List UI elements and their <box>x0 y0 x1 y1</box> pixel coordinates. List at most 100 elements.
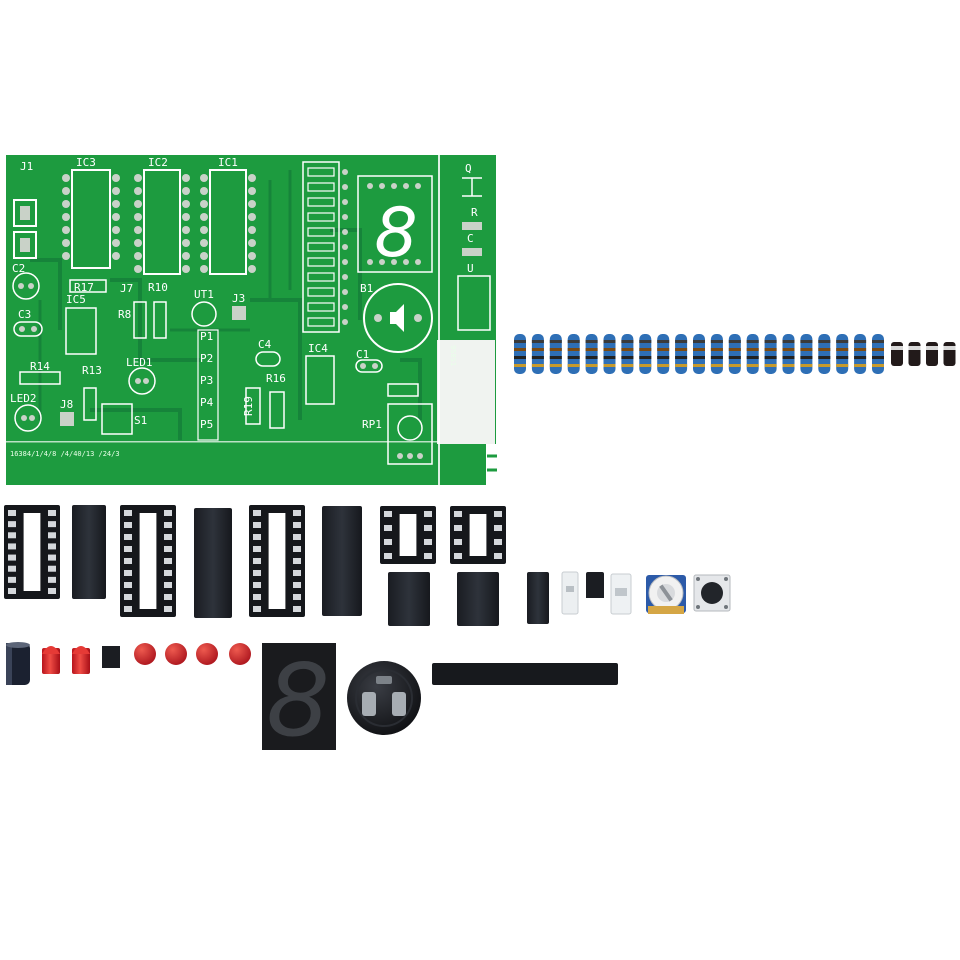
ref-r14: R14 <box>30 360 50 373</box>
resistor-band <box>514 340 526 343</box>
ic-pad <box>62 239 70 247</box>
socket-contact <box>164 546 172 552</box>
ref-p5: P5 <box>200 418 213 431</box>
potentiometer <box>646 575 686 614</box>
right-strip-labels: Q R C U 9S0S1 <box>449 162 491 366</box>
resistor-band <box>764 348 777 351</box>
ic-pad <box>182 213 190 221</box>
ic-pad <box>62 200 70 208</box>
pcb-board: J1 IC3 IC2 IC1 8 Q R <box>6 155 497 485</box>
socket-contact <box>48 588 56 594</box>
resistor-band <box>728 356 741 359</box>
segment-bar <box>307 257 335 267</box>
socket-contact <box>124 534 132 540</box>
socket-contact <box>384 539 392 545</box>
resistor-band <box>693 364 705 367</box>
resistor-band <box>710 364 723 367</box>
ic-pad <box>134 239 142 247</box>
socket-contact <box>293 606 301 612</box>
diode-band <box>943 346 956 350</box>
resistor-band <box>818 348 831 351</box>
socket-contact <box>164 594 172 600</box>
resistor-band <box>872 356 884 359</box>
socket-contact <box>293 546 301 552</box>
segment-pad <box>342 319 348 325</box>
white-capacitor <box>561 571 579 615</box>
ref-j8: J8 <box>60 398 73 411</box>
ic-pad <box>112 200 120 208</box>
resistor-band <box>872 364 884 367</box>
ref-s1: S1 <box>134 414 147 427</box>
ic-pad <box>112 226 120 234</box>
ceramic-capacitor <box>165 643 187 665</box>
ref-ic5: IC5 <box>66 293 86 306</box>
resistor-band <box>675 364 688 367</box>
diode-body <box>891 342 903 366</box>
ref-p4: P4 <box>200 396 214 409</box>
resistor-band <box>675 356 688 359</box>
ic2-footprint: IC2 <box>143 156 181 275</box>
resistor-band <box>514 356 526 359</box>
socket-contact <box>424 553 432 559</box>
ref-c4: C4 <box>258 338 272 351</box>
ic-socket-window <box>399 514 417 556</box>
segment-pad <box>342 304 348 310</box>
resistor-band <box>836 348 849 351</box>
socket-contact <box>48 565 56 572</box>
ic-socket-window <box>268 513 286 609</box>
ic-pad <box>182 239 190 247</box>
segment-pad <box>342 199 348 205</box>
ic-pad <box>134 252 142 260</box>
resistor-band <box>800 356 813 359</box>
segment-pad <box>342 244 348 250</box>
ic-pads <box>62 174 256 273</box>
segment-pad <box>342 229 348 235</box>
socket-contact <box>48 554 56 561</box>
display-pad <box>367 259 373 265</box>
ref-p1: P1 <box>200 330 213 343</box>
display-footprint: 8 <box>357 175 433 273</box>
socket-contact <box>8 510 16 516</box>
ic-pad <box>62 213 70 221</box>
c3-footprint: C3 <box>13 308 43 337</box>
ic-chip <box>322 506 362 616</box>
red-led-1 <box>42 646 60 674</box>
ic-pad <box>248 187 256 195</box>
socket-contact <box>384 525 392 531</box>
ref-r8: R8 <box>118 308 131 321</box>
resistor-band <box>639 364 652 367</box>
socket-contact <box>124 594 132 600</box>
ic-pad <box>200 200 208 208</box>
ic-pad <box>200 252 208 260</box>
ic-pad <box>182 252 190 260</box>
socket-contact <box>253 534 261 540</box>
ic-socket-window <box>23 513 41 591</box>
resistor-band <box>818 356 831 359</box>
resistor-band <box>621 340 634 343</box>
c2-footprint: C2 <box>12 262 40 300</box>
socket-contact <box>253 558 261 564</box>
socket-contact <box>494 539 502 545</box>
resistor-band <box>585 364 598 367</box>
resistor-band <box>764 364 777 367</box>
ic-pad <box>134 187 142 195</box>
ref-ut1: UT1 <box>194 288 214 301</box>
ic-pad <box>200 239 208 247</box>
seven-segment-display: 8 <box>262 642 336 759</box>
socket-contact <box>8 554 16 561</box>
black-transistor <box>586 572 604 606</box>
resistor-band <box>585 340 598 343</box>
resistor-band <box>746 364 759 367</box>
socket-contact <box>253 606 261 612</box>
resistor-band <box>621 364 634 367</box>
ic-socket-window <box>469 514 487 556</box>
segment-bar <box>307 302 335 312</box>
ic-pad <box>248 265 256 273</box>
ic-parts-row <box>4 505 506 626</box>
socket-contact <box>384 511 392 517</box>
diode-row <box>891 155 956 555</box>
resistor-band <box>514 364 526 367</box>
ic-pad <box>200 174 208 182</box>
resistor-band <box>657 364 670 367</box>
regulator-chip <box>527 572 549 624</box>
